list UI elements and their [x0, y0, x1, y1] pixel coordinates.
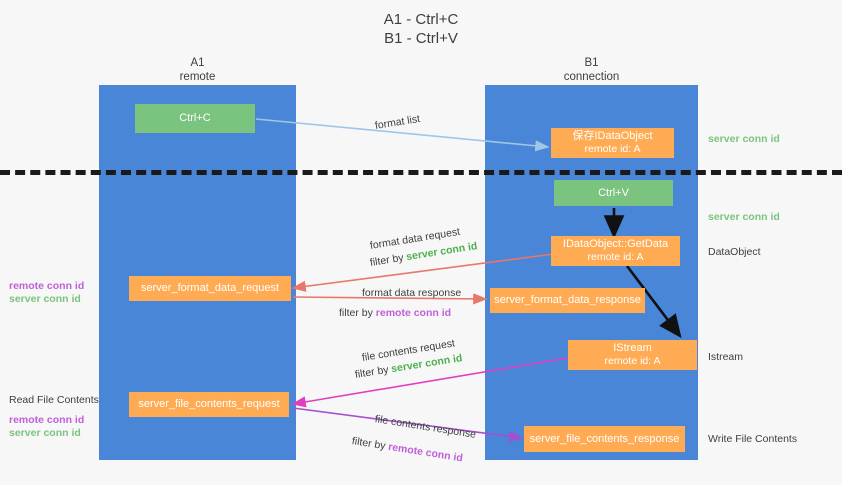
box-server-file-contents-response-label: server_file_contents_response: [529, 432, 680, 445]
annotation-format-data-response-filter: filter by remote conn id: [339, 306, 451, 320]
box-idataobject-getdata-line1: IDataObject::GetData: [562, 238, 669, 250]
right-label-istream: Istream: [708, 351, 744, 363]
box-ctrl-c-label: Ctrl+C: [179, 112, 211, 124]
right-label-server-conn-id-mid: server conn id: [708, 211, 780, 223]
box-server-format-data-response[interactable]: server_format_data_response: [490, 288, 645, 313]
annotation-file-contents-response-filter: filter by remote conn id: [351, 434, 464, 465]
lane-a1-sub: remote: [179, 71, 216, 83]
box-ctrl-c[interactable]: Ctrl+C: [135, 104, 255, 133]
box-ctrl-v[interactable]: Ctrl+V: [554, 180, 673, 206]
annotation-format-data-response: format data response: [362, 287, 462, 299]
annotation-file-contents-response: file contents response: [374, 413, 477, 441]
filter-by-label-4: filter by: [351, 435, 390, 453]
filter-by-label-1: filter by: [369, 251, 408, 269]
right-label-server-conn-id-top: server conn id: [708, 133, 780, 145]
box-idataobject-getdata[interactable]: IDataObject::GetData remote id: A: [551, 236, 680, 266]
left-label-remote-conn-id-2: remote conn id: [9, 414, 85, 426]
annotation-format-list: format list: [374, 112, 421, 132]
lane-header-b1: B1 connection: [485, 56, 698, 84]
box-istream[interactable]: IStream remote id: A: [568, 340, 697, 370]
box-server-format-data-response-label: server_format_data_response: [494, 294, 641, 306]
filter-by-label-3: filter by: [354, 363, 393, 381]
box-ctrl-v-label: Ctrl+V: [598, 186, 629, 199]
left-label-remote-conn-id-1: remote conn id: [9, 280, 85, 292]
lane-header-a1: A1 remote: [99, 56, 296, 84]
box-server-file-contents-response[interactable]: server_file_contents_response: [524, 426, 685, 452]
title-line-1: A1 - Ctrl+C: [383, 11, 459, 28]
lane-b1-sub: connection: [563, 71, 620, 83]
left-label-server-conn-id-2: server conn id: [9, 427, 81, 439]
box-save-idataobject-line1: 保存IDataObject: [572, 130, 653, 142]
left-label-server-conn-id-1: server conn id: [9, 293, 81, 305]
remote-conn-id-2: remote conn id: [387, 440, 464, 465]
box-server-format-data-request[interactable]: server_format_data_request: [129, 276, 291, 301]
lane-a1-name: A1: [190, 57, 205, 69]
left-label-read-file-contents: Read File Contents: [9, 394, 99, 406]
right-label-dataobject: DataObject: [708, 246, 761, 258]
box-server-file-contents-request[interactable]: server_file_contents_request: [129, 392, 289, 417]
box-idataobject-getdata-line2: remote id: A: [587, 251, 644, 263]
box-server-format-data-request-label: server_format_data_request: [140, 282, 280, 294]
box-save-idataobject[interactable]: 保存IDataObject remote id: A: [551, 128, 674, 158]
phase-divider: [0, 170, 842, 175]
title-line-2: B1 - Ctrl+V: [384, 30, 458, 47]
box-server-file-contents-request-label: server_file_contents_request: [138, 398, 280, 410]
page-title: A1 - Ctrl+C B1 - Ctrl+V: [0, 10, 842, 48]
box-istream-line2: remote id: A: [604, 355, 661, 367]
lane-b1-name: B1: [584, 57, 599, 69]
right-label-write-file-contents: Write File Contents: [708, 433, 798, 445]
box-istream-line1: IStream: [613, 342, 652, 354]
box-save-idataobject-line2: remote id: A: [584, 143, 641, 155]
filter-by-label-2: filter by: [339, 307, 376, 319]
remote-conn-id-1: remote conn id: [375, 307, 452, 319]
